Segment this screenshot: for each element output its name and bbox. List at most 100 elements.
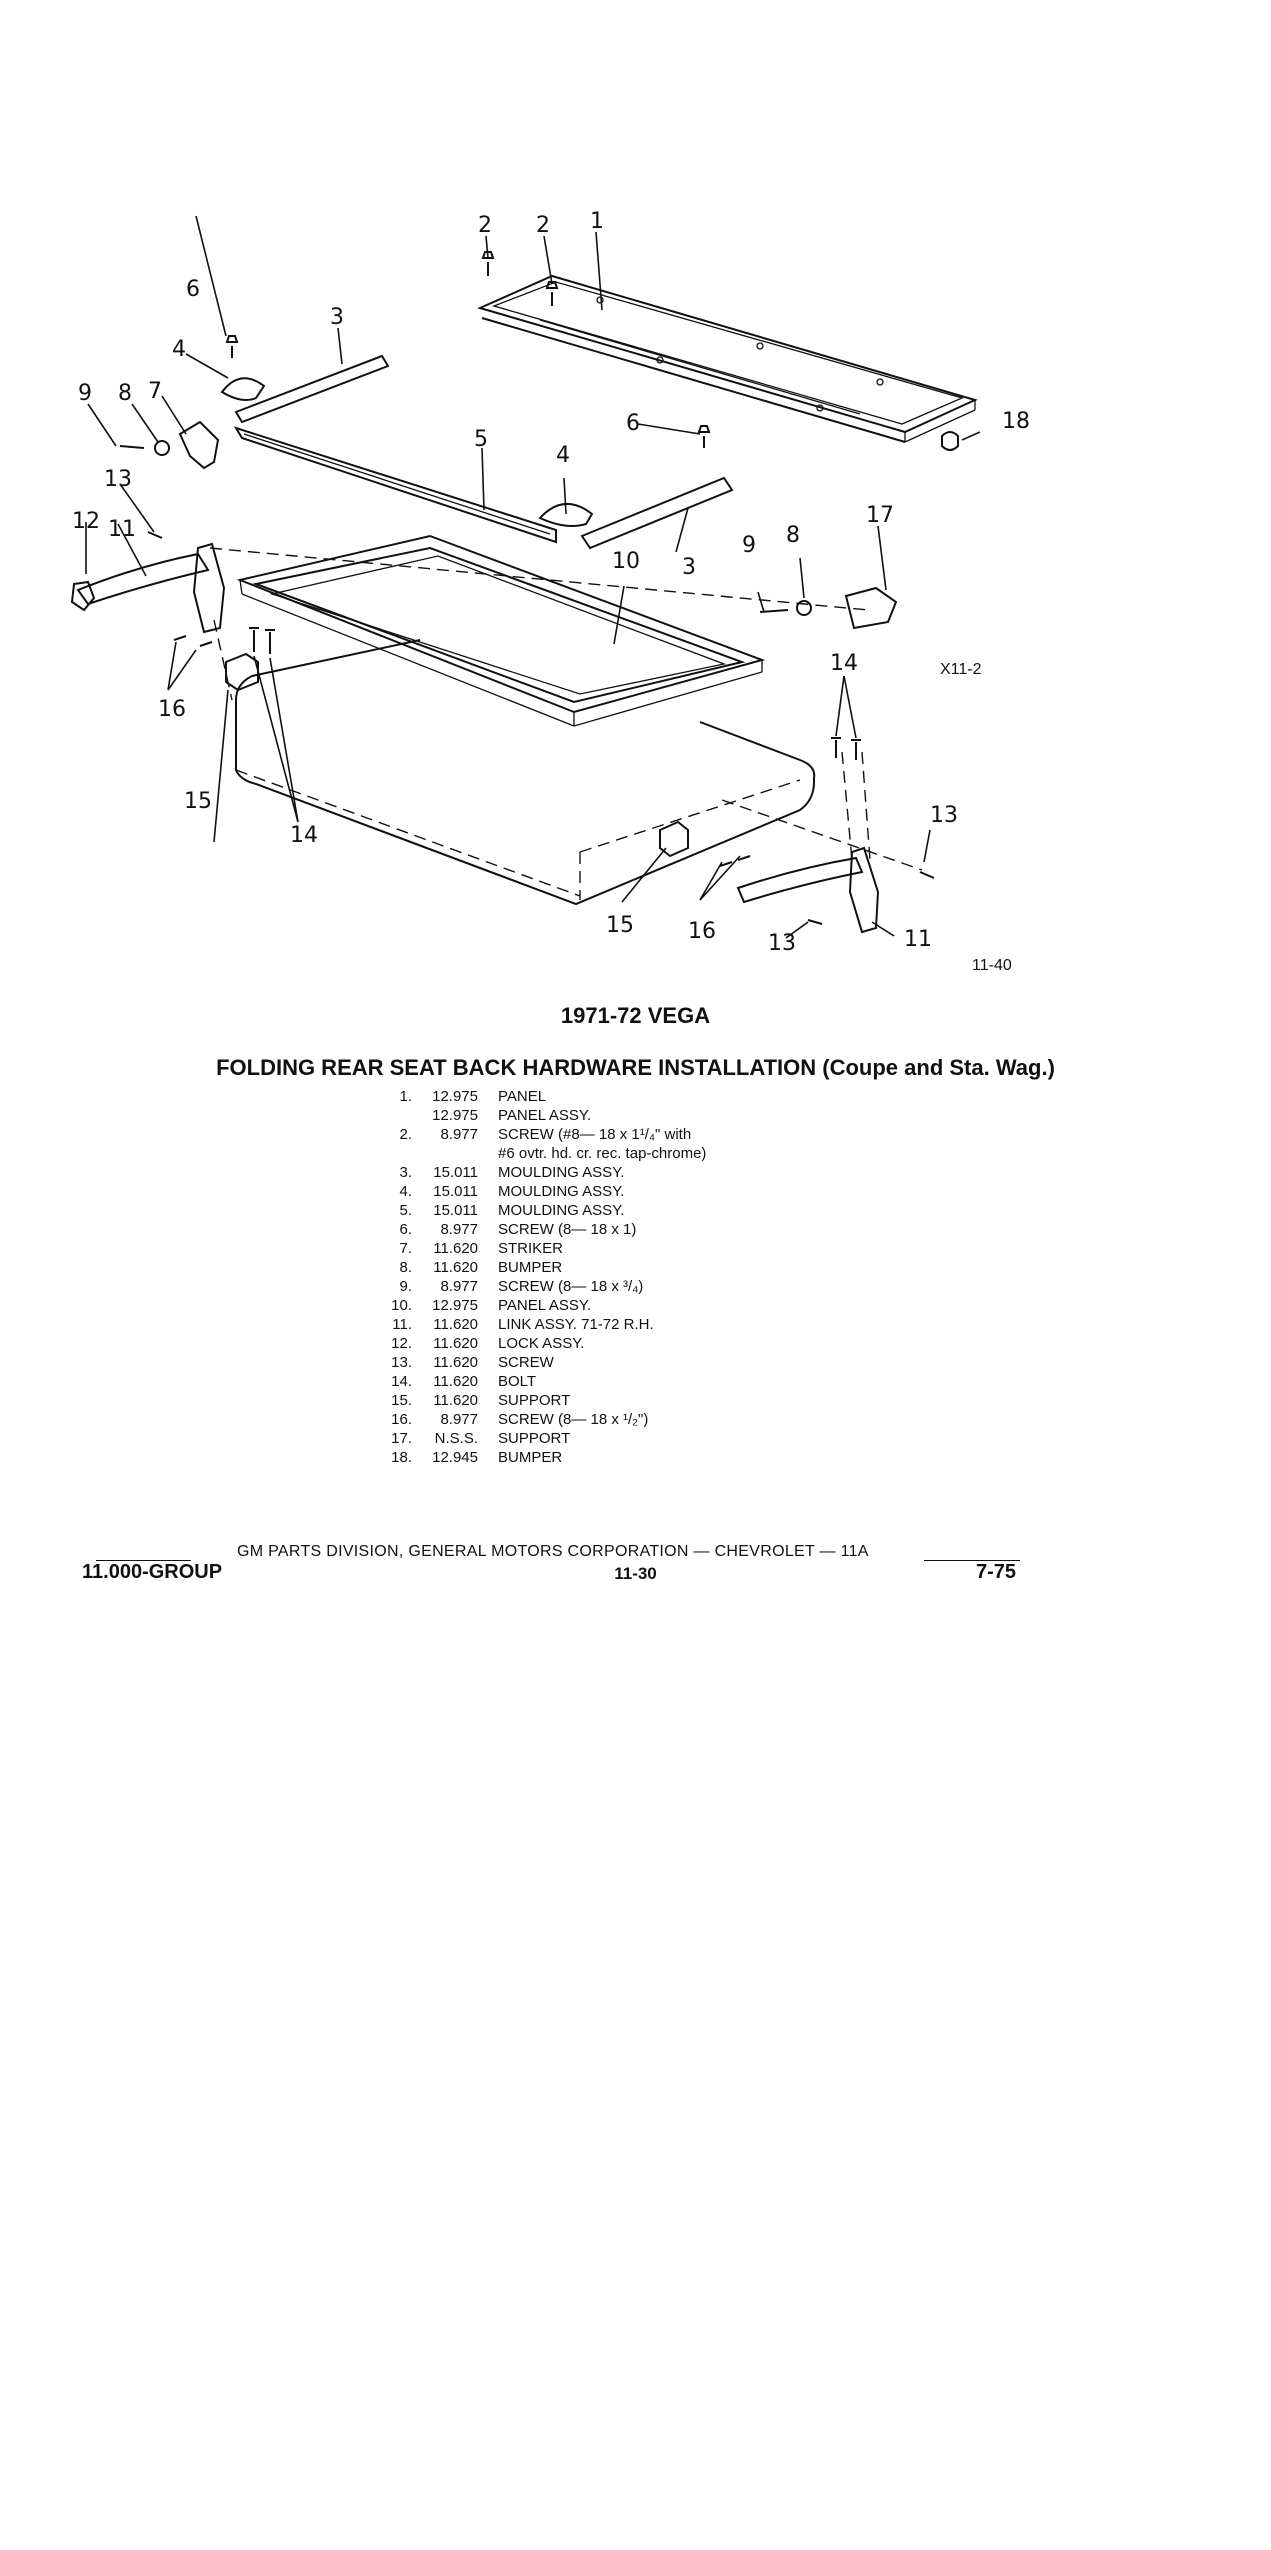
callout-13: 13 xyxy=(104,467,132,492)
callout-5: 5 xyxy=(474,427,488,452)
part-description: SCREW (8— 18 x 1) xyxy=(498,1221,637,1238)
callout-11: 11 xyxy=(904,927,932,952)
part-description: SCREW (8— 18 x ³/₄) xyxy=(498,1278,644,1295)
parts-row: 17.N.S.S.SUPPORT xyxy=(378,1429,706,1448)
footer-corporation: GM PARTS DIVISION, GENERAL MOTORS CORPOR… xyxy=(237,1543,869,1560)
part-number: 17. xyxy=(391,1430,412,1447)
group-number: 12.975 xyxy=(432,1107,478,1124)
callout-labels: 1 2 2 3 3 4 4 5 6 6 7 8 8 9 9 10 11 11 1… xyxy=(72,209,1030,974)
callout-6: 6 xyxy=(186,277,200,302)
part-description: STRIKER xyxy=(498,1240,564,1257)
callout-11: 11 xyxy=(108,517,136,542)
part-number: 12. xyxy=(391,1335,412,1352)
group-number: N.S.S. xyxy=(434,1430,478,1447)
parts-row: 9. 8.977 SCREW (8— 18 x ³/₄) xyxy=(378,1277,706,1296)
callout-18: 18 xyxy=(1002,409,1030,434)
part-8-9-left xyxy=(119,440,170,456)
part-number xyxy=(378,1106,418,1125)
part-number: 18. xyxy=(391,1449,412,1466)
callout-8: 8 xyxy=(786,523,800,548)
group-number: 15.011 xyxy=(433,1164,478,1181)
part-number: 10. xyxy=(391,1297,412,1314)
callout-6: 6 xyxy=(626,411,640,436)
part-description: SUPPORT xyxy=(498,1392,571,1409)
part-13-screws xyxy=(147,531,935,925)
part-number: 3. xyxy=(399,1164,412,1181)
callout-16: 16 xyxy=(688,919,716,944)
part-description: MOULDING ASSY. xyxy=(498,1164,625,1181)
callout-1: 1 xyxy=(590,209,604,234)
callout-2: 2 xyxy=(478,213,492,238)
footer-rule-right xyxy=(924,1560,1020,1561)
group-number: 11.620 xyxy=(433,1392,478,1409)
callout-12: 12 xyxy=(72,509,100,534)
parts-row: #6 ovtr. hd. cr. rec. tap-chrome) xyxy=(378,1144,706,1163)
part-number: 1. xyxy=(399,1088,412,1105)
part-5-moulding xyxy=(233,426,557,544)
callout-17: 17 xyxy=(866,503,894,528)
part-description: BOLT xyxy=(498,1373,537,1390)
group-number: 11.620 xyxy=(433,1259,478,1276)
part-14-bolts xyxy=(249,627,861,760)
callout-14: 14 xyxy=(290,823,318,848)
part-12-lock xyxy=(70,580,96,612)
footer-rule-left xyxy=(96,1560,191,1561)
figure-code: X11-2 xyxy=(940,661,982,678)
footer-date: 7-75 xyxy=(976,1561,1017,1583)
callout-15: 15 xyxy=(606,913,634,938)
part-description: PANEL xyxy=(498,1088,547,1105)
callout-15: 15 xyxy=(184,789,212,814)
part-number: 14. xyxy=(391,1373,412,1390)
part-number: 11. xyxy=(392,1316,412,1333)
part-number: 13. xyxy=(391,1354,412,1371)
model-title: 1971-72 VEGA xyxy=(560,1003,711,1028)
part-number: 15. xyxy=(391,1392,412,1409)
callout-16: 16 xyxy=(158,697,186,722)
parts-row: 12. 11.620 LOCK ASSY. xyxy=(378,1334,706,1353)
callout-8: 8 xyxy=(118,381,132,406)
group-number: 8.977 xyxy=(440,1126,478,1143)
callout-14: 14 xyxy=(830,651,858,676)
part-number: 9. xyxy=(399,1278,412,1295)
part-15-supports xyxy=(225,652,689,858)
figure-number: 11-40 xyxy=(972,957,1012,974)
exploded-parts-diagram: 1 2 2 3 3 4 4 5 6 6 7 8 8 9 9 10 11 11 1… xyxy=(70,209,1030,974)
part-number: 4. xyxy=(399,1183,412,1200)
group-number: 8.977 xyxy=(440,1411,478,1428)
group-number: 11.620 xyxy=(433,1335,478,1352)
footer-group: 11.000-GROUP xyxy=(82,1561,223,1583)
group-number: 15.011 xyxy=(433,1202,478,1219)
callout-10: 10 xyxy=(612,549,640,574)
assembly-lines xyxy=(209,547,923,871)
group-number: 11.620 xyxy=(433,1373,478,1390)
parts-row: 15. 11.620 SUPPORT xyxy=(378,1391,706,1410)
callout-4: 4 xyxy=(556,443,570,468)
part-17-support xyxy=(759,586,898,630)
group-number: 8.977 xyxy=(440,1278,478,1295)
part-description: BUMPER xyxy=(498,1259,563,1276)
parts-row: 18. 12.945 BUMPER xyxy=(378,1448,706,1467)
part-number: 6. xyxy=(399,1221,412,1238)
part-description: SCREW (8— 18 x ¹/₂") xyxy=(498,1411,649,1428)
part-6-screws xyxy=(225,335,711,448)
part-description: BUMPER xyxy=(498,1449,563,1466)
part-description: LINK ASSY. 71-72 R.H. xyxy=(498,1316,654,1333)
part-16-screws xyxy=(173,635,751,867)
part-description: LOCK ASSY. xyxy=(498,1335,585,1352)
part-description: SCREW (#8— 18 x 1¹/₄" with xyxy=(498,1126,692,1143)
group-number: 11.620 xyxy=(433,1240,478,1257)
part-description: SCREW xyxy=(498,1354,554,1371)
group-number: 12.945 xyxy=(432,1449,478,1466)
part-number xyxy=(378,1144,418,1163)
part-description: #6 ovtr. hd. cr. rec. tap-chrome) xyxy=(498,1145,707,1162)
callout-9: 9 xyxy=(742,533,756,558)
